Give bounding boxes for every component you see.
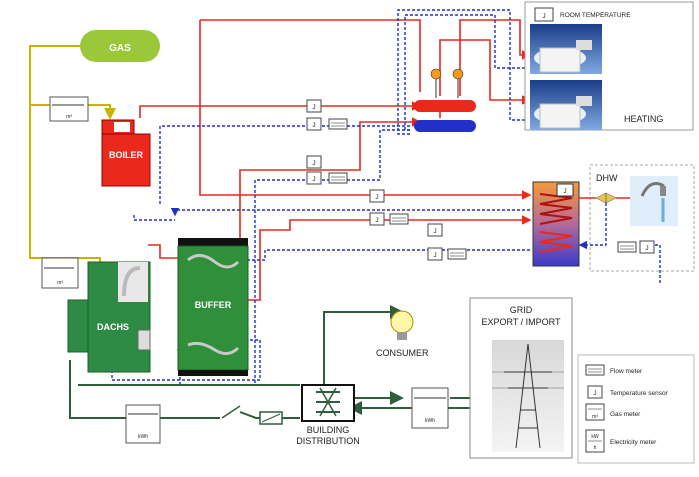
consumer-label: CONSUMER (376, 348, 429, 358)
switch-icon (221, 405, 241, 419)
sensor-dhw-return: J (369, 212, 409, 226)
grid-label-2: EXPORT / IMPORT (481, 317, 561, 327)
tap-icon (630, 176, 678, 226)
svg-text:m³: m³ (66, 114, 72, 120)
electric-lines (69, 305, 494, 419)
svg-text:m³: m³ (57, 280, 63, 286)
dachs-unit: DACHS (67, 261, 151, 373)
radiator-icon (530, 80, 602, 130)
manifold-hot (414, 100, 476, 112)
dhw-label: DHW (596, 173, 618, 183)
svg-text:m³: m³ (592, 414, 598, 420)
fuse-icon (259, 411, 283, 425)
legend-flow-meter: Flow meter (610, 368, 643, 375)
svg-text:J: J (375, 217, 378, 224)
legend-electricity-meter: Electricity meter (610, 439, 657, 446)
svg-text:J: J (312, 160, 315, 167)
svg-text:kWh: kWh (425, 418, 435, 424)
svg-text:J: J (542, 13, 545, 20)
svg-text:J: J (312, 176, 315, 183)
sensor-dhw-flow: J (369, 189, 385, 203)
electricity-meter-grid: kWh (411, 387, 449, 429)
gas-lines (29, 45, 116, 292)
legend: Flow meter J Temperature sensor m³ Gas m… (577, 354, 695, 464)
svg-text:J: J (312, 104, 315, 111)
svg-text:J: J (563, 188, 566, 195)
svg-text:J: J (375, 194, 378, 201)
grid-label-1: GRID (510, 305, 533, 315)
room-temperature-label: ROOM TEMPERATURE (560, 12, 631, 19)
pump-icon (430, 68, 442, 98)
radiator-icon (530, 24, 602, 74)
svg-text:h: h (594, 445, 597, 451)
sensor-boiler-return: J (306, 171, 348, 185)
svg-text:J: J (433, 252, 436, 259)
boiler-label: BOILER (109, 150, 144, 160)
svg-text:kW: kW (591, 434, 599, 440)
grid-panel: GRID EXPORT / IMPORT (469, 297, 573, 459)
svg-text:J: J (645, 245, 648, 252)
gas-meter-boiler: m³ (49, 96, 89, 122)
building-label-1: BUILDING (307, 425, 350, 435)
sensor-buffer-return: J (427, 247, 467, 261)
svg-text:kWh: kWh (138, 434, 148, 440)
legend-gas-meter: Gas meter (610, 411, 641, 418)
legend-temperature-sensor: Temperature sensor (610, 390, 669, 397)
inverter-icon (316, 387, 340, 417)
gas-supply: GAS (80, 30, 160, 62)
dhw-tank: J (532, 181, 580, 267)
sensor-buffer-flow: J (427, 223, 443, 237)
svg-text:J: J (433, 228, 436, 235)
heating-panel: J ROOM TEMPERATURE HEATING (524, 1, 694, 131)
pylon-icon (492, 340, 564, 452)
buffer-tank: BUFFER (177, 238, 249, 376)
manifold-cold (414, 120, 476, 132)
gas-label: GAS (109, 43, 131, 54)
sensor-heating-return: J (306, 117, 348, 131)
sensor-heating-flow: J (306, 99, 322, 113)
dachs-label: DACHS (97, 322, 129, 332)
lightbulb-icon (390, 310, 414, 340)
sensor-boiler-flow: J (306, 155, 322, 169)
boiler: BOILER (101, 119, 151, 187)
return-lines (107, 9, 661, 386)
heating-label: HEATING (624, 114, 663, 124)
svg-text:J: J (593, 390, 596, 397)
buffer-label: BUFFER (195, 300, 232, 310)
hot-water-lines (139, 19, 532, 301)
building-label-2: DISTRIBUTION (296, 436, 360, 446)
pump-icon (452, 68, 464, 98)
gas-meter-dachs: m³ (41, 257, 79, 289)
electricity-meter-dachs: kWh (125, 404, 161, 444)
dhw-panel: DHW J (578, 164, 695, 272)
building-distribution: BUILDING DISTRIBUTION (296, 384, 360, 446)
svg-text:J: J (312, 122, 315, 129)
